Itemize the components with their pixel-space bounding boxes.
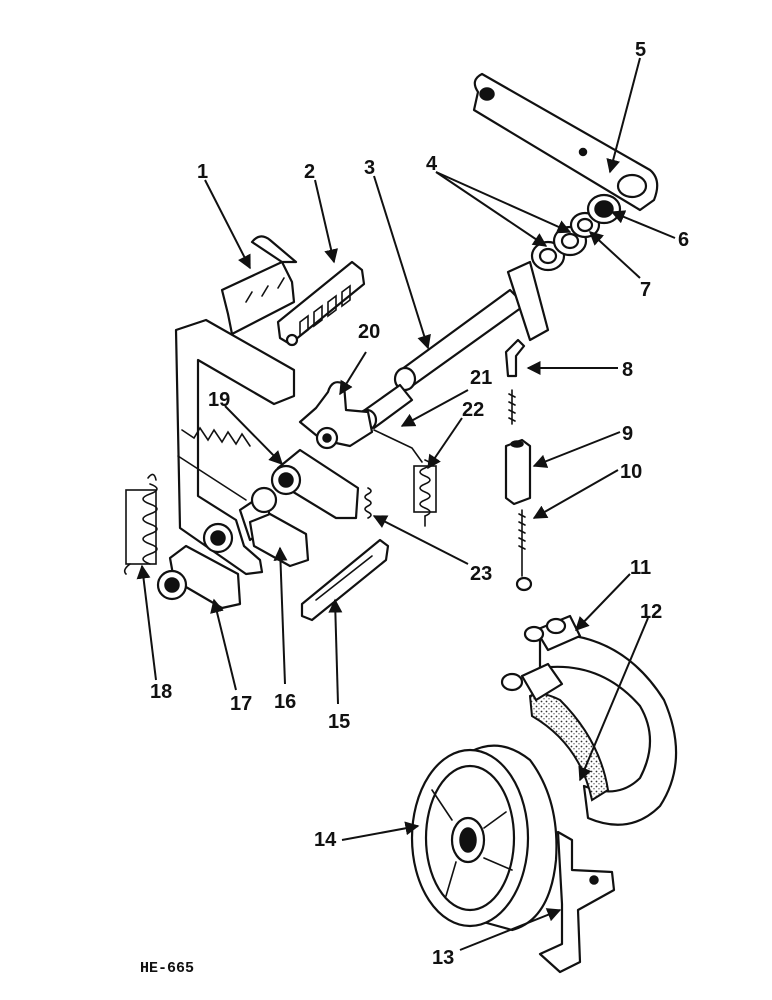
part-10-eye-bolt — [515, 509, 533, 592]
drawing-code: HE-665 — [140, 960, 194, 977]
part-6-bushing — [586, 193, 622, 225]
part-11-band-lug — [523, 614, 582, 652]
callout-16: 16 — [274, 691, 296, 713]
main-frame — [174, 318, 296, 576]
callout-3: 3 — [364, 157, 375, 179]
callout-7: 7 — [640, 279, 651, 301]
callout-2: 2 — [304, 161, 315, 183]
callout-22: 22 — [462, 399, 484, 421]
part-1-bracket — [220, 235, 298, 336]
callout-6: 6 — [678, 229, 689, 251]
callout-1: 1 — [197, 161, 208, 183]
part-9-turnbuckle — [504, 438, 532, 506]
part-23-small-spring — [364, 487, 372, 519]
callout-18: 18 — [150, 681, 172, 703]
callout-14: 14 — [314, 829, 337, 851]
callout-19: 19 — [208, 389, 230, 411]
part-20-trip-lever — [298, 381, 374, 450]
part-18-spring — [123, 473, 158, 575]
part-22-spring — [413, 459, 437, 527]
part-19-plate — [270, 448, 360, 520]
callout-11: 11 — [630, 557, 651, 579]
callout-21: 21 — [470, 367, 492, 389]
callout-17: 17 — [230, 693, 252, 715]
leader-lines — [136, 57, 676, 951]
part-17-plate — [156, 544, 242, 610]
part-4-washers — [530, 225, 588, 272]
callout-20: 20 — [358, 321, 380, 343]
part-2-slotted-plate — [276, 260, 366, 347]
callout-5: 5 — [635, 39, 646, 61]
callout-13: 13 — [432, 947, 454, 969]
callout-15: 15 — [328, 711, 350, 733]
callout-12: 12 — [640, 601, 662, 623]
callout-10: 10 — [620, 461, 642, 483]
callout-23: 23 — [470, 563, 492, 585]
part-21-rod — [373, 429, 423, 463]
part-8-hook-rod — [504, 338, 526, 425]
part-5-link-plate — [472, 72, 659, 212]
part-16-plate — [202, 512, 310, 568]
callout-9: 9 — [622, 423, 633, 445]
callout-8: 8 — [622, 359, 633, 381]
callout-4: 4 — [426, 153, 438, 175]
part-15-strap — [300, 538, 390, 622]
part-13-bracket — [538, 830, 616, 974]
part-14-brake-drum — [410, 744, 558, 932]
